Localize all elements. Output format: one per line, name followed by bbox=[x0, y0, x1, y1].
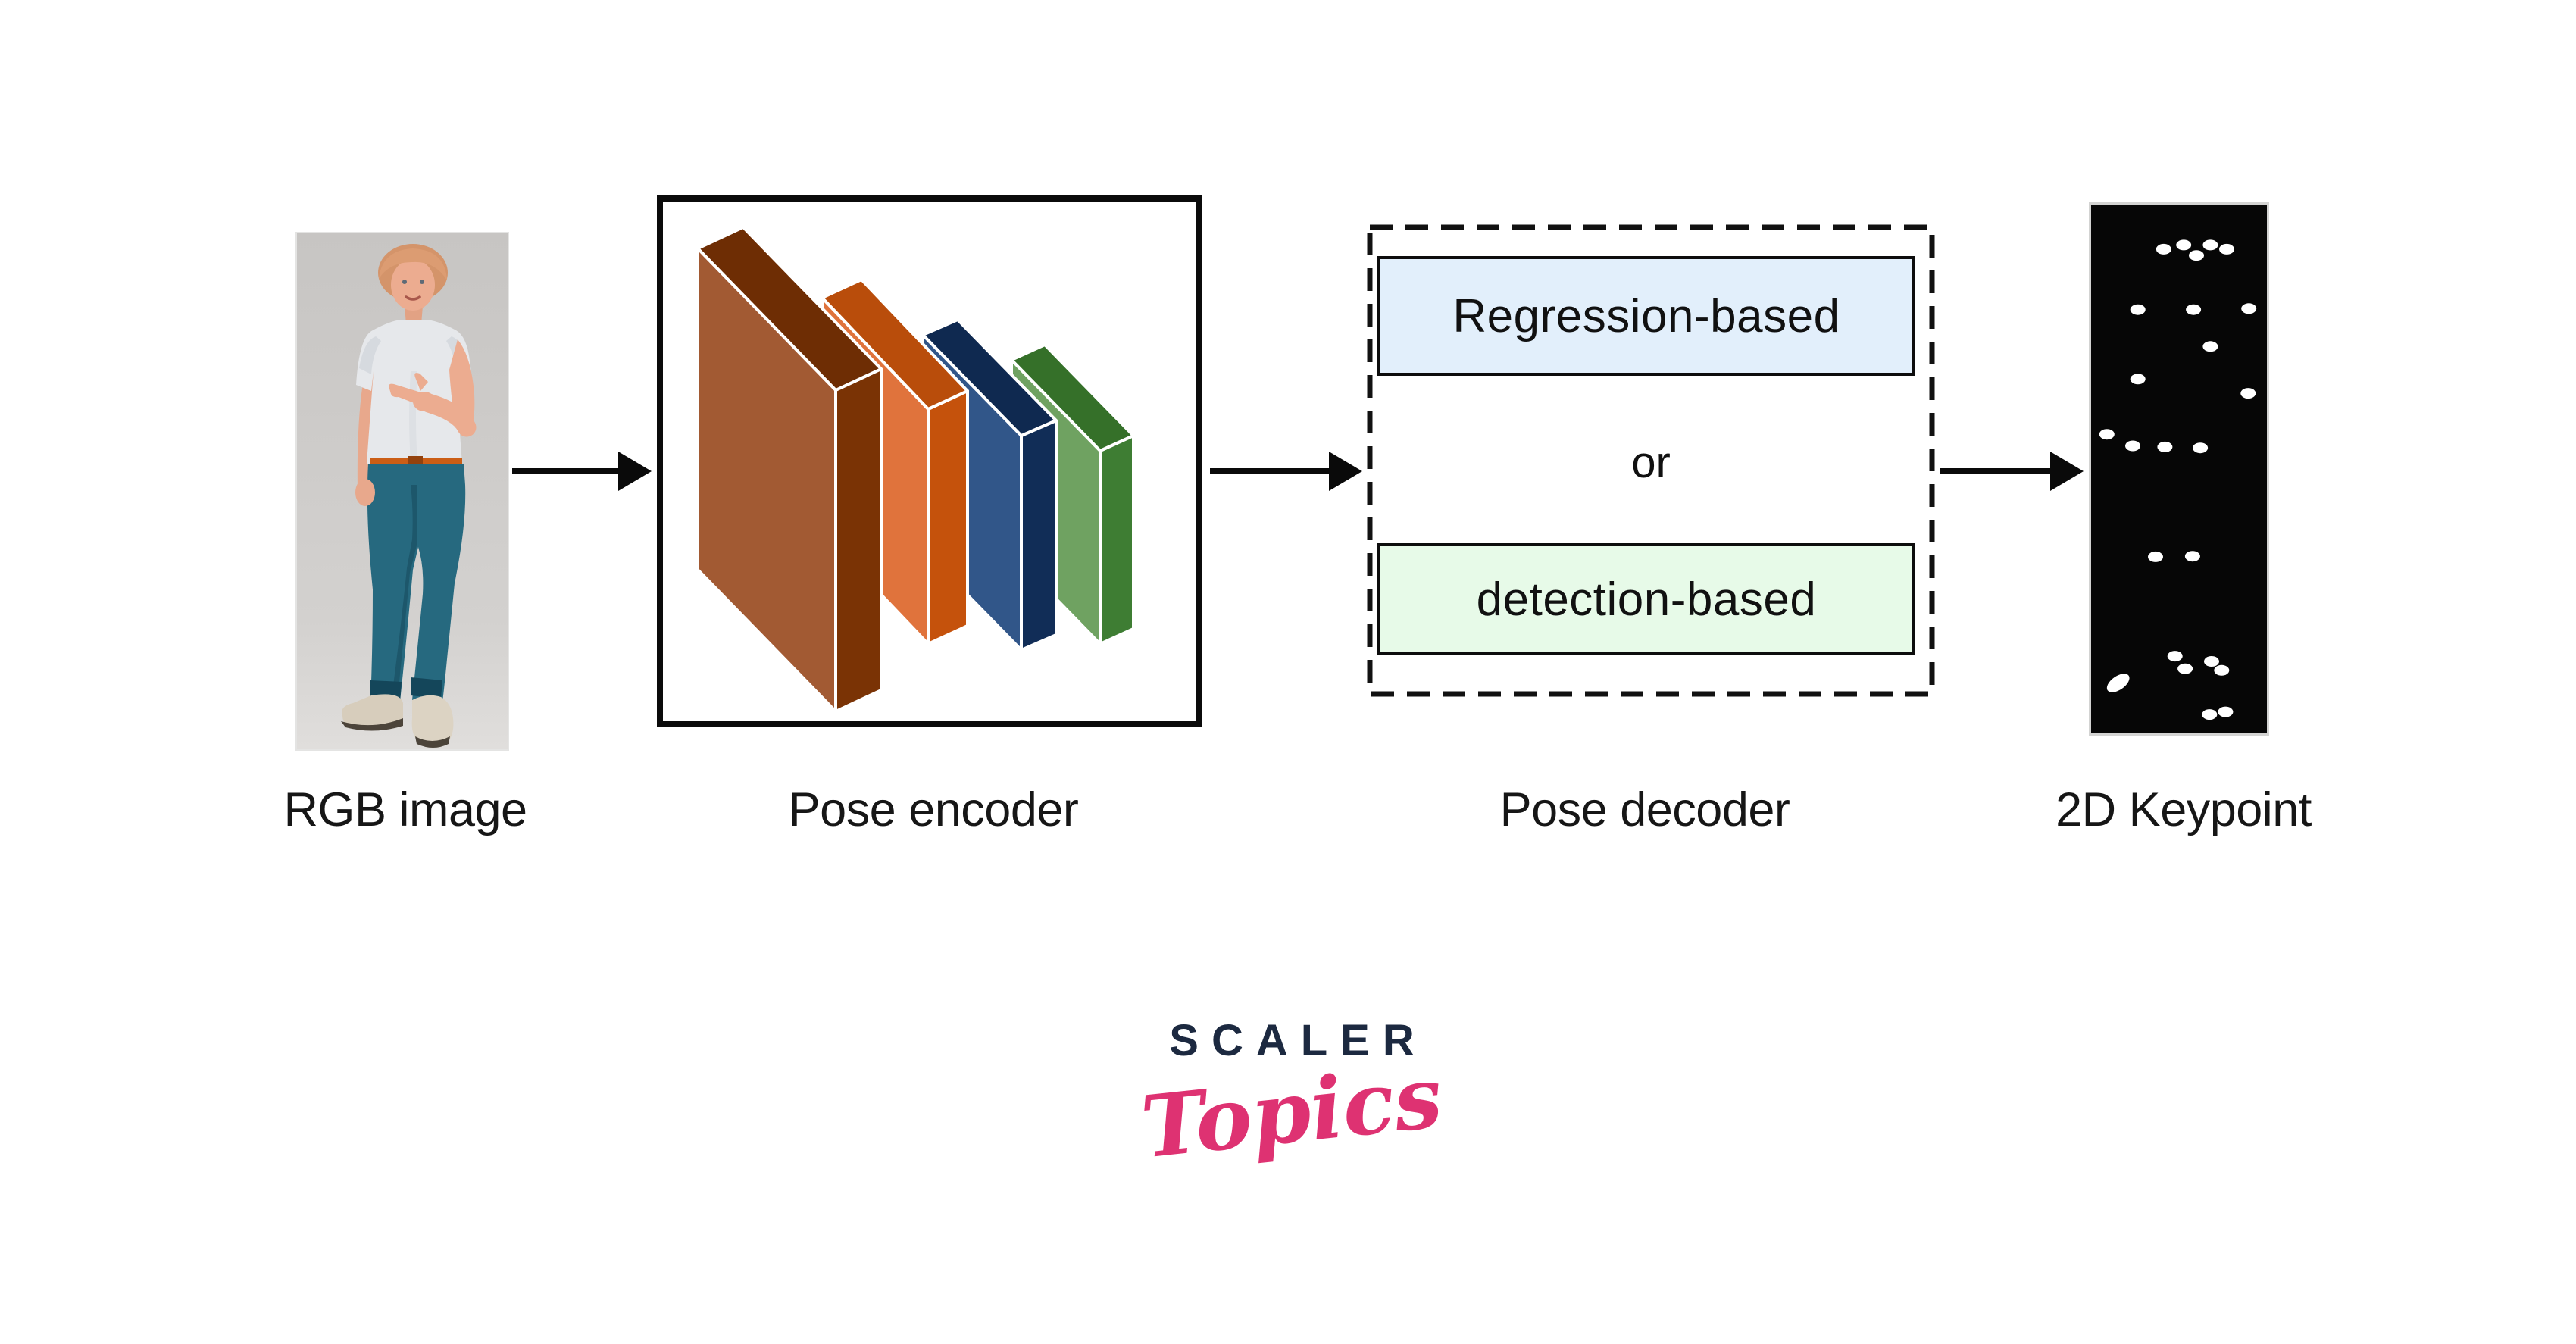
keypoint-dot bbox=[2193, 442, 2209, 454]
keypoint-dot bbox=[2130, 304, 2146, 315]
detection-based-option: detection-based bbox=[1377, 543, 1915, 655]
keypoint-dot bbox=[2176, 239, 2192, 251]
rgb-image-photo bbox=[295, 232, 509, 751]
keypoint-dot bbox=[2125, 440, 2140, 452]
keypoint-dot bbox=[2240, 388, 2256, 399]
regression-based-label: Regression-based bbox=[1452, 289, 1840, 342]
keypoint-dot bbox=[2130, 374, 2146, 385]
keypoint-dot bbox=[2202, 341, 2218, 352]
label-2d-keypoint: 2D Keypoint bbox=[2055, 783, 2312, 836]
logo-brand-text: SCALER bbox=[1169, 1016, 1427, 1065]
cnn-layers-graphic bbox=[657, 195, 1202, 727]
label-pose-encoder: Pose encoder bbox=[788, 783, 1079, 836]
keypoint-dot bbox=[2148, 551, 2163, 562]
keypoint-image bbox=[2089, 202, 2269, 736]
dashed-border bbox=[1367, 224, 1935, 697]
keypoint-dot bbox=[2157, 441, 2173, 452]
keypoint-dot bbox=[2186, 304, 2202, 315]
label-pose-decoder: Pose decoder bbox=[1499, 783, 1790, 836]
keypoint-dot bbox=[2184, 551, 2200, 562]
detection-based-label: detection-based bbox=[1476, 573, 1817, 626]
keypoint-foot-dot bbox=[2106, 674, 2130, 692]
or-connector: or bbox=[1631, 438, 1671, 487]
keypoint-dot bbox=[2204, 656, 2219, 667]
conv-layer-1-sienna bbox=[696, 226, 883, 713]
keypoint-dots-graphic bbox=[2091, 205, 2267, 733]
keypoint-dot bbox=[2156, 243, 2171, 255]
keypoint-dot bbox=[2189, 250, 2204, 261]
arrow-input-to-encoder bbox=[512, 452, 652, 491]
keypoint-dot bbox=[2202, 709, 2218, 720]
arrow-decoder-to-output bbox=[1940, 452, 2084, 491]
keypoint-dot bbox=[2177, 663, 2193, 674]
keypoint-dot bbox=[2099, 429, 2115, 440]
keypoint-dot bbox=[2214, 664, 2230, 676]
keypoint-dot bbox=[2218, 706, 2234, 717]
scaler-topics-logo: SCALER Topics bbox=[1057, 1015, 1527, 1177]
keypoint-dot bbox=[2219, 243, 2234, 255]
keypoint-dot bbox=[2241, 303, 2257, 314]
keypoint-dot bbox=[2202, 239, 2218, 251]
regression-based-option: Regression-based bbox=[1377, 256, 1915, 376]
arrow-encoder-to-decoder bbox=[1210, 452, 1362, 491]
pose-decoder-box: Regression-based or detection-based bbox=[1367, 224, 1935, 697]
label-rgb-image: RGB image bbox=[283, 783, 527, 836]
person-illustration bbox=[297, 233, 508, 749]
keypoint-dot bbox=[2167, 651, 2183, 662]
pose-encoder-box bbox=[657, 195, 1202, 727]
